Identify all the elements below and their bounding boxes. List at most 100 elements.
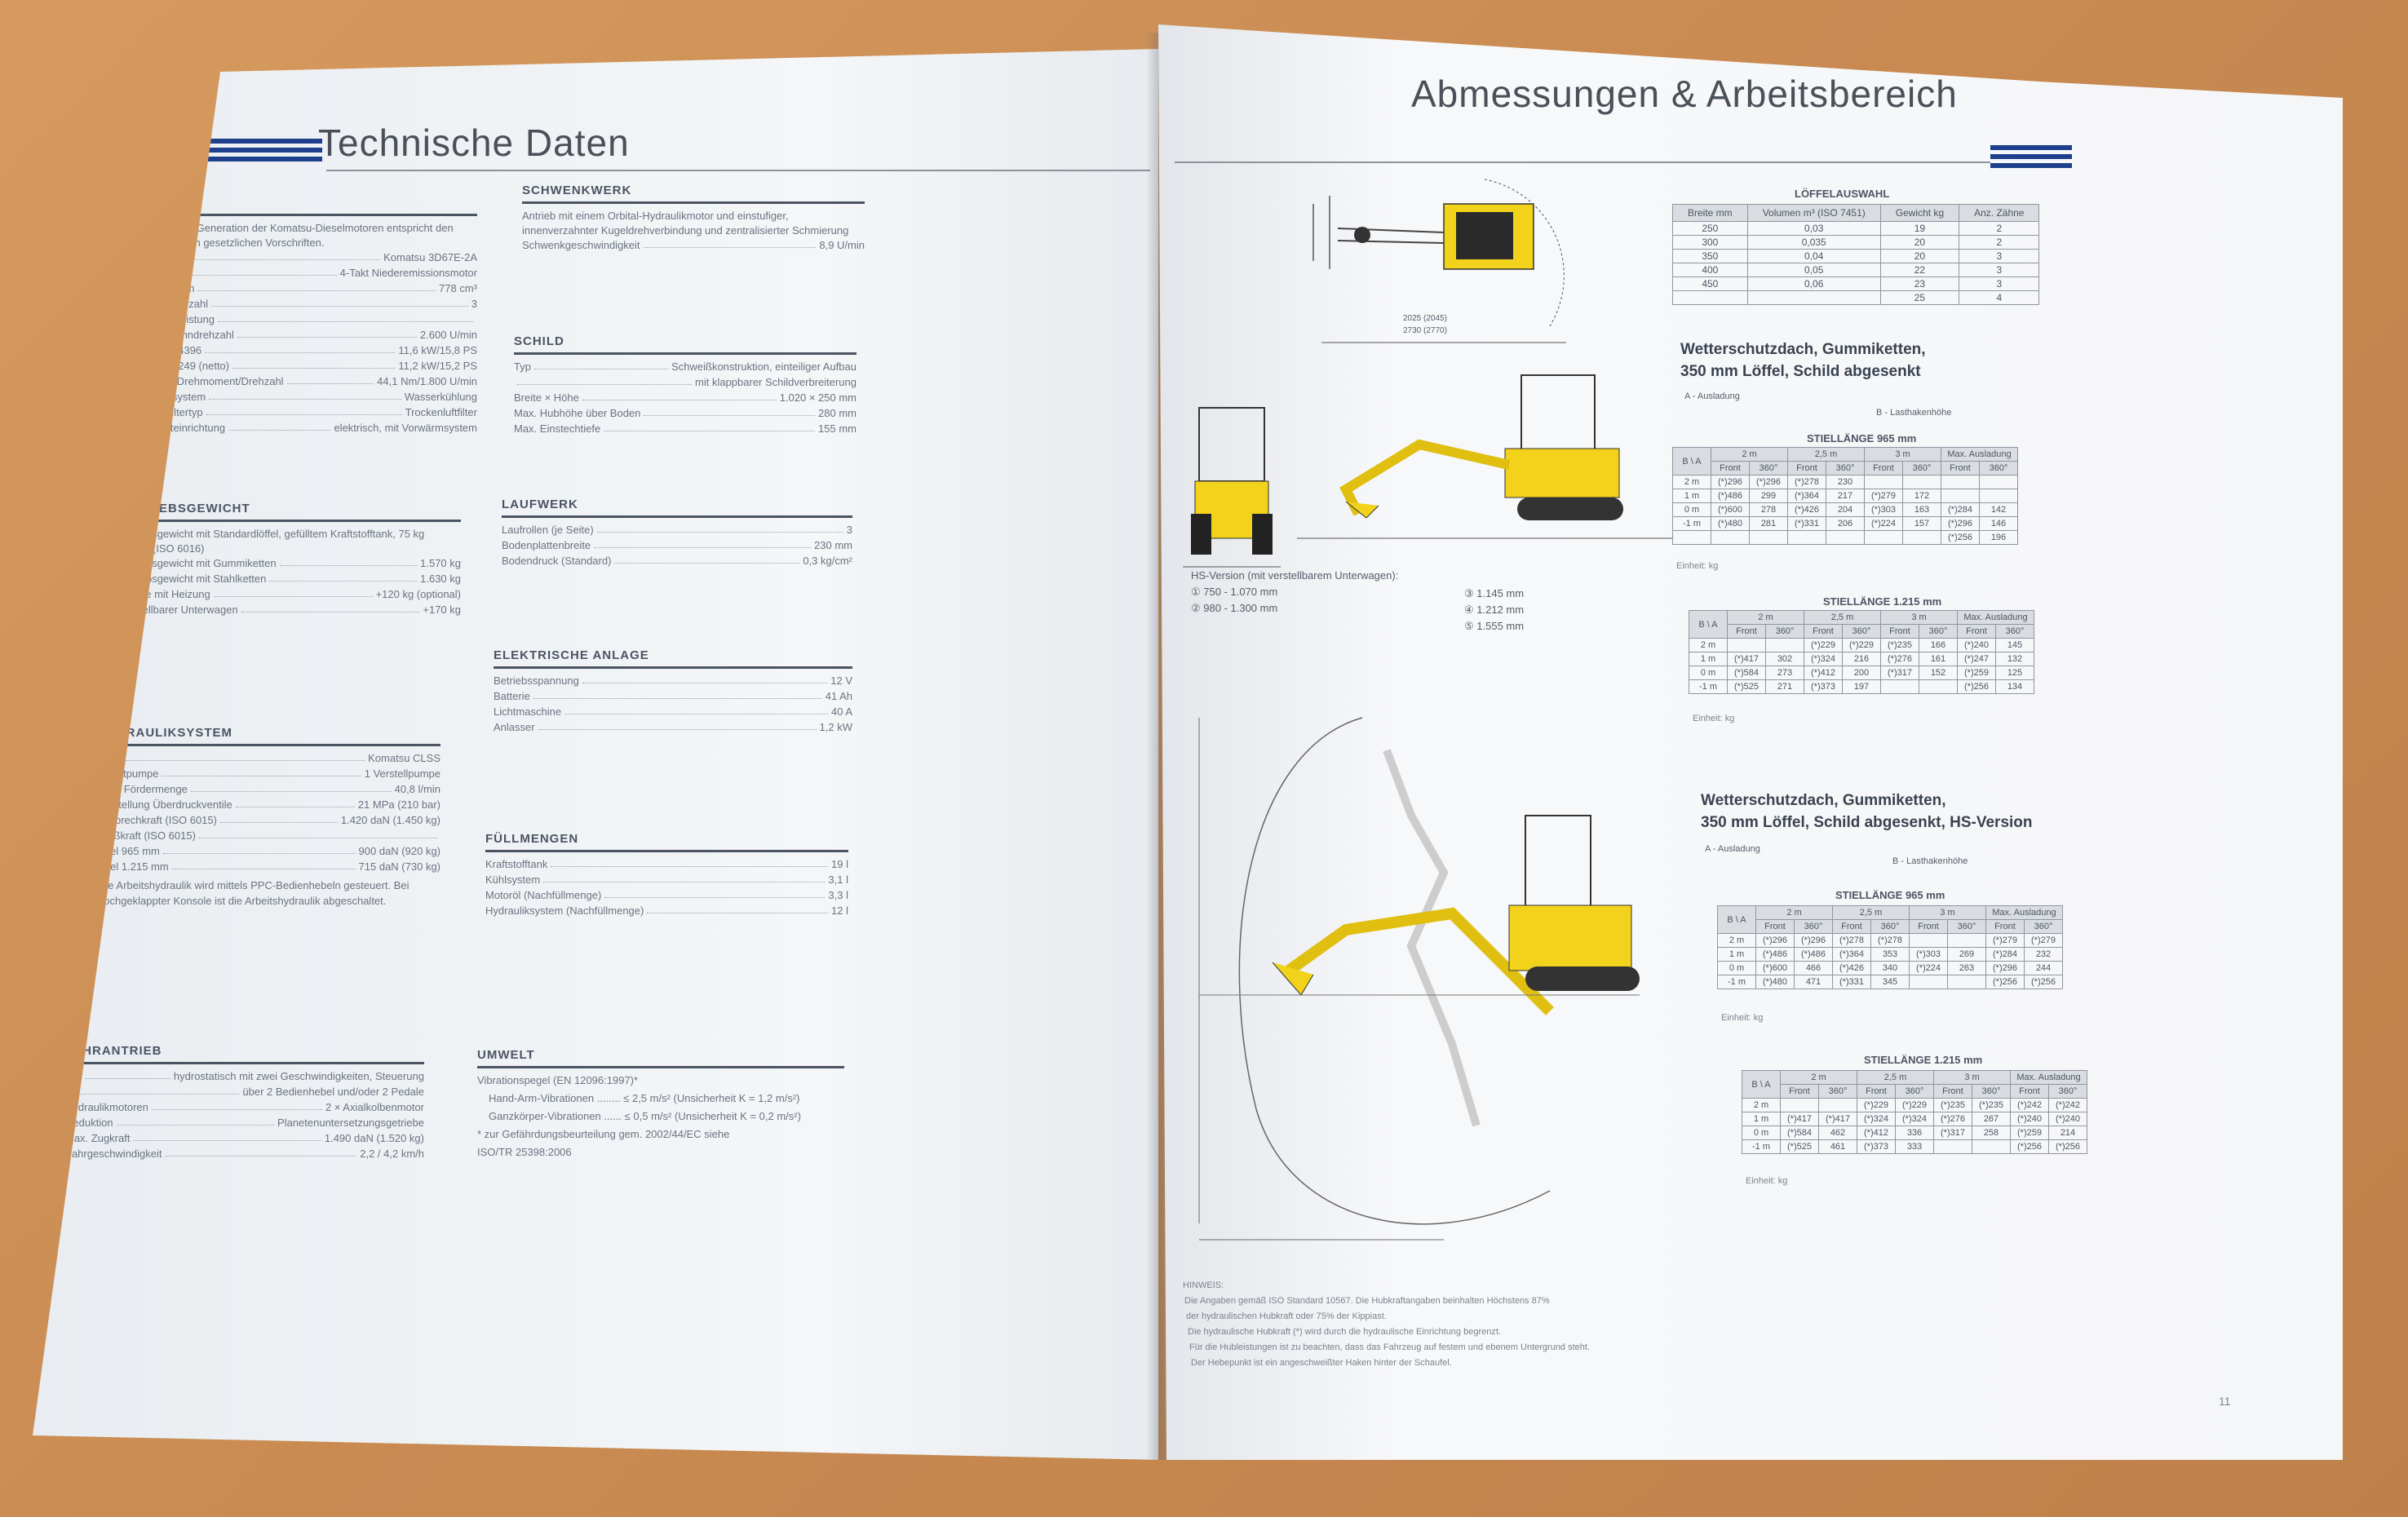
lift-table-row-label: 0 m <box>1717 961 1756 975</box>
loeffel-cell: 0,06 <box>1746 276 1881 291</box>
lift-table-cell: 232 <box>2024 947 2063 962</box>
hydraulik-row-value: 900 daN (920 kg) <box>358 845 440 857</box>
lift-table-group: 2 m <box>1711 447 1788 462</box>
lift-table-cell: (*)331 <box>1832 975 1871 989</box>
lift-table-cell: (*)412 <box>1804 666 1843 680</box>
loeffel-cell: 0,04 <box>1746 249 1881 263</box>
lift-table-cell: (*)480 <box>1755 975 1795 989</box>
block1-heading-2: 350 mm Löffel, Schild abgesenkt <box>1680 363 1921 380</box>
fahr-row-key: Hydraulikmotoren <box>65 1101 148 1113</box>
lift-table-corner: B \ A <box>1689 610 1728 639</box>
lift-table-sub: Front <box>1857 1084 1896 1099</box>
fahr-heading: FAHRANTRIEB <box>65 1044 162 1058</box>
lift-table-cell: (*)296 <box>1755 933 1795 948</box>
lift-table-row-label: -1 m <box>1742 1139 1781 1154</box>
loeffel-cell: 20 <box>1879 249 1960 263</box>
loeffel-cell: 3 <box>1959 249 2040 263</box>
lift-table-cell: 132 <box>1995 652 2034 666</box>
motor-row-dots <box>237 329 417 338</box>
fahr-row-key: Fahrgeschwindigkeit <box>65 1148 162 1160</box>
umwelt-line: * zur Gefährdungsbeurteilung gem. 2002/4… <box>477 1128 730 1140</box>
lift-table-sub: 360° <box>1794 919 1833 934</box>
lift-table-cell: (*)256 <box>1957 679 1996 694</box>
lift-table-row-label: 0 m <box>1742 1126 1781 1140</box>
hydraulik-row-value: 1.420 daN (1.450 kg) <box>340 814 440 826</box>
umwelt-line: ISO/TR 25398:2006 <box>477 1146 572 1158</box>
fuell-heading: FÜLLMENGEN <box>485 832 579 846</box>
betrieb-row-value: +120 kg (optional) <box>375 588 461 600</box>
lift-table-cell <box>1818 1098 1857 1112</box>
fahr-row-dots <box>165 1148 357 1157</box>
lift-table-group: 2,5 m <box>1857 1070 1934 1085</box>
motor-row-value: 2.600 U/min <box>419 329 477 341</box>
schild-row-dots <box>533 360 669 369</box>
lift-table-cell: 196 <box>1979 530 2018 545</box>
lift-table-cell <box>1902 475 1941 489</box>
lift-table-cell: 152 <box>1919 666 1958 680</box>
lift-table-cell: (*)256 <box>1985 975 2025 989</box>
elektrik-row-dots <box>582 674 828 683</box>
hydraulik-row-dots <box>219 814 338 823</box>
hydraulik-row: Reißkraft (ISO 6015) <box>98 829 440 842</box>
loeffel-cell: 300 <box>1672 235 1748 250</box>
lift-table-cell <box>1947 975 1986 989</box>
loeffel-header-cell: Gewicht kg <box>1879 204 1960 222</box>
schwenk-row-dots <box>643 239 817 248</box>
lift-table-cell: 299 <box>1749 489 1788 503</box>
laufwerk-row: Bodendruck (Standard)0,3 kg/cm² <box>502 555 852 567</box>
lift-table-sub: Front <box>1780 1084 1819 1099</box>
hs-item-5: ⑤ 1.555 mm <box>1464 620 1525 632</box>
lift-table-row-label: 0 m <box>1672 502 1711 517</box>
lift-table-sub: 360° <box>1870 919 1910 934</box>
lift-table-cell <box>1864 530 1903 545</box>
hydraulik-row-dots <box>171 860 356 869</box>
loeffel-cell: 400 <box>1672 263 1748 277</box>
betrieb-row: Kabine mit Heizung+120 kg (optional) <box>118 588 461 600</box>
lift-table-cell: (*)256 <box>1941 530 1980 545</box>
motor-row-value: Trockenluftfilter <box>405 406 477 418</box>
lift-table-cell: 146 <box>1979 516 2018 531</box>
lift-table-cell <box>1864 475 1903 489</box>
lift-table-cell: (*)278 <box>1787 475 1826 489</box>
lift-table-cell: (*)296 <box>1985 961 2025 975</box>
hydraulik-row-dots <box>235 798 355 807</box>
lift-table-sub: Front <box>1727 624 1766 639</box>
lift-table-cell: 353 <box>1870 947 1910 962</box>
lift-table-cell: (*)525 <box>1727 679 1766 694</box>
loeffel-cell: 0,05 <box>1746 263 1881 277</box>
lift-table-cell <box>1979 489 2018 503</box>
schwenk-intro-line: Antrieb mit einem Orbital-Hydraulikmotor… <box>522 210 789 222</box>
lift-table-group: 2,5 m <box>1787 447 1865 462</box>
lift-table-sub: 360° <box>1895 1084 1934 1099</box>
lift-table-cell: 244 <box>2024 961 2063 975</box>
elektrik-heading-line <box>494 666 852 669</box>
lift-table-group: 2,5 m <box>1804 610 1881 625</box>
lift-table-cell: (*)240 <box>2010 1112 2049 1126</box>
lift-table-cell <box>1902 530 1941 545</box>
loeffel-cell: 22 <box>1879 263 1960 277</box>
motor-heading-line <box>151 214 477 216</box>
elektrik-row-key: Batterie <box>494 690 530 702</box>
elektrik-row-value: 40 A <box>830 705 852 718</box>
hydraulik-row-key: Reißkraft (ISO 6015) <box>98 829 196 842</box>
lift-table-cell: (*)412 <box>1857 1126 1896 1140</box>
motor-row-dots <box>286 375 374 384</box>
schild-row-value: Schweißkonstruktion, einteiliger Aufbau <box>671 360 857 373</box>
lift-table-cell: (*)276 <box>1933 1112 1972 1126</box>
lift-table-cell: 216 <box>1842 652 1881 666</box>
lift-table-cell: (*)259 <box>1957 666 1996 680</box>
fuell-row-dots <box>551 858 829 867</box>
hydraulik-row-dots <box>162 845 356 854</box>
hydraulik-note-line: hochgeklappter Konsole ist die Arbeitshy… <box>98 895 387 907</box>
excavator-top-view-drawing <box>1312 179 1565 327</box>
fahr-row-dots <box>151 1101 322 1110</box>
hs-version-title: HS-Version (mit verstellbarem Unterwagen… <box>1191 569 1399 582</box>
lift-table-cell: 258 <box>1972 1126 2011 1140</box>
